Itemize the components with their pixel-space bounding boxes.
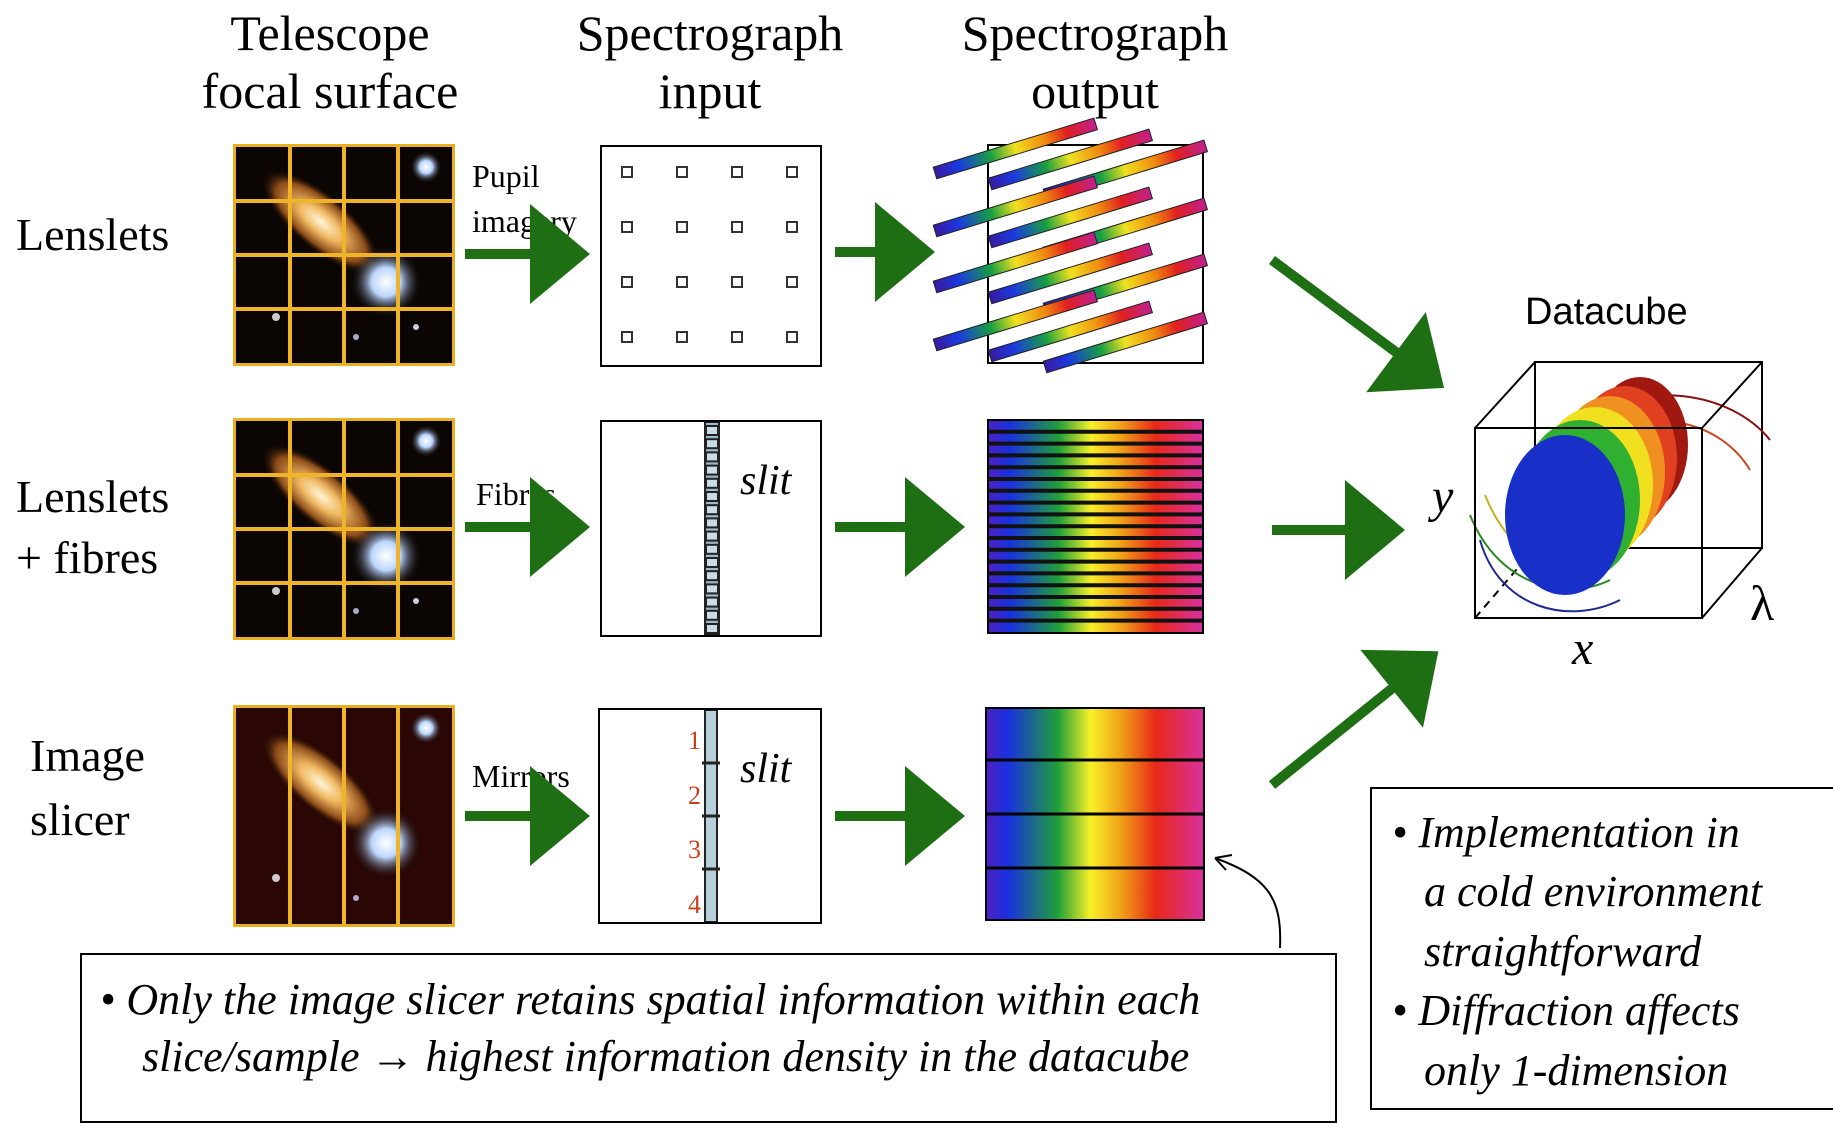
input-panel-fibres [600, 420, 822, 637]
lenslet-spectrum [1042, 197, 1209, 260]
note-box-bottom: • Only the image slicer retains spatial … [80, 953, 1337, 1123]
datacube-axis-y: y [1432, 470, 1454, 523]
note-right-line3: straightforward [1424, 926, 1702, 976]
note-right-line1: • Implementation in [1392, 808, 1740, 857]
row-label-lenslets-fibres-2: + fibres [16, 532, 159, 583]
lenslet-spectrum [932, 117, 1099, 180]
input-panel-slicer [598, 708, 822, 924]
header-telescope-line2: focal surface [201, 63, 459, 119]
lenslet-spectrum [987, 186, 1154, 249]
fibre-segment [705, 530, 719, 542]
slit-label-slicer: slit [740, 746, 792, 792]
header-input-line2: input [658, 63, 762, 119]
arrow-label-mirrors: Mirrors [472, 758, 570, 794]
fibre-segment [705, 557, 719, 568]
fibre-segment [705, 491, 719, 502]
fibre-segment [705, 425, 719, 436]
arrow-label-imagery: imagery [472, 203, 577, 239]
row-label-image-slicer-2: slicer [30, 794, 130, 845]
tilted-spectra [932, 117, 1209, 374]
fibre-segment [705, 543, 719, 555]
arrow-label-fibres: Fibres [476, 476, 556, 512]
lenslet-spectrum [1042, 139, 1209, 202]
note-bottom-line2: slice/sample → highest information densi… [142, 1032, 1190, 1082]
fibre-segment [705, 570, 719, 582]
lenslet-spectrum [987, 242, 1154, 305]
fibre-segment [705, 583, 719, 595]
fibre-segment [705, 596, 719, 608]
header-output-line1: Spectrograph [961, 5, 1229, 61]
lenslet-spectrum [987, 128, 1154, 191]
slice-number-1: 1 [688, 726, 701, 755]
fibre-segment [705, 464, 719, 476]
fibre-segment [705, 451, 719, 463]
galaxy-image-fibres [233, 418, 455, 640]
header-telescope-line1: Telescope [230, 5, 430, 61]
header-input-line1: Spectrograph [576, 5, 844, 61]
arrow-label-pupil: Pupil [472, 158, 540, 194]
datacube-graphic [1469, 361, 1771, 619]
fibre-segment [705, 517, 719, 529]
lenslet-spectrum [932, 231, 1099, 294]
note-right-line4: • Diffraction affects [1392, 986, 1740, 1036]
row-label-lenslets: Lenslets [16, 209, 170, 260]
galaxy-image-lenslets [233, 144, 455, 366]
lenslet-spectrum [1042, 253, 1209, 316]
lenslet-spectrum [1042, 311, 1209, 374]
slit-label-fibres: slit [740, 458, 792, 504]
slice-number-2: 2 [688, 781, 701, 810]
note-bottom-line1: • Only the image slicer retains spatial … [100, 975, 1201, 1024]
datacube-title: Datacube [1525, 291, 1688, 333]
fibre-segment [705, 477, 719, 489]
datacube-axis-x: x [1572, 622, 1594, 675]
slice-number-3: 3 [688, 835, 701, 864]
fibre-segment [705, 504, 719, 516]
note-right-line5: only 1-dimension [1424, 1045, 1729, 1095]
header-output-line2: output [1031, 63, 1159, 119]
note-box-right: • Implementation in a cold environment s… [1370, 787, 1833, 1110]
lenslet-spectrum [987, 300, 1154, 363]
note-right-line2: a cold environment [1424, 867, 1763, 917]
input-panel-lenslets [600, 145, 822, 367]
lenslet-spectrum [932, 289, 1099, 352]
fibre-segment [705, 623, 719, 634]
lenslet-spectrum [932, 175, 1099, 238]
fibre-segment [705, 609, 719, 621]
row-label-lenslets-fibres-1: Lenslets [16, 471, 170, 522]
galaxy-image-slicer [233, 705, 455, 927]
fibre-segment [705, 438, 719, 450]
datacube-axis-lambda: λ [1750, 575, 1775, 631]
slice-number-4: 4 [688, 890, 701, 919]
row-label-image-slicer-1: Image [30, 730, 145, 781]
